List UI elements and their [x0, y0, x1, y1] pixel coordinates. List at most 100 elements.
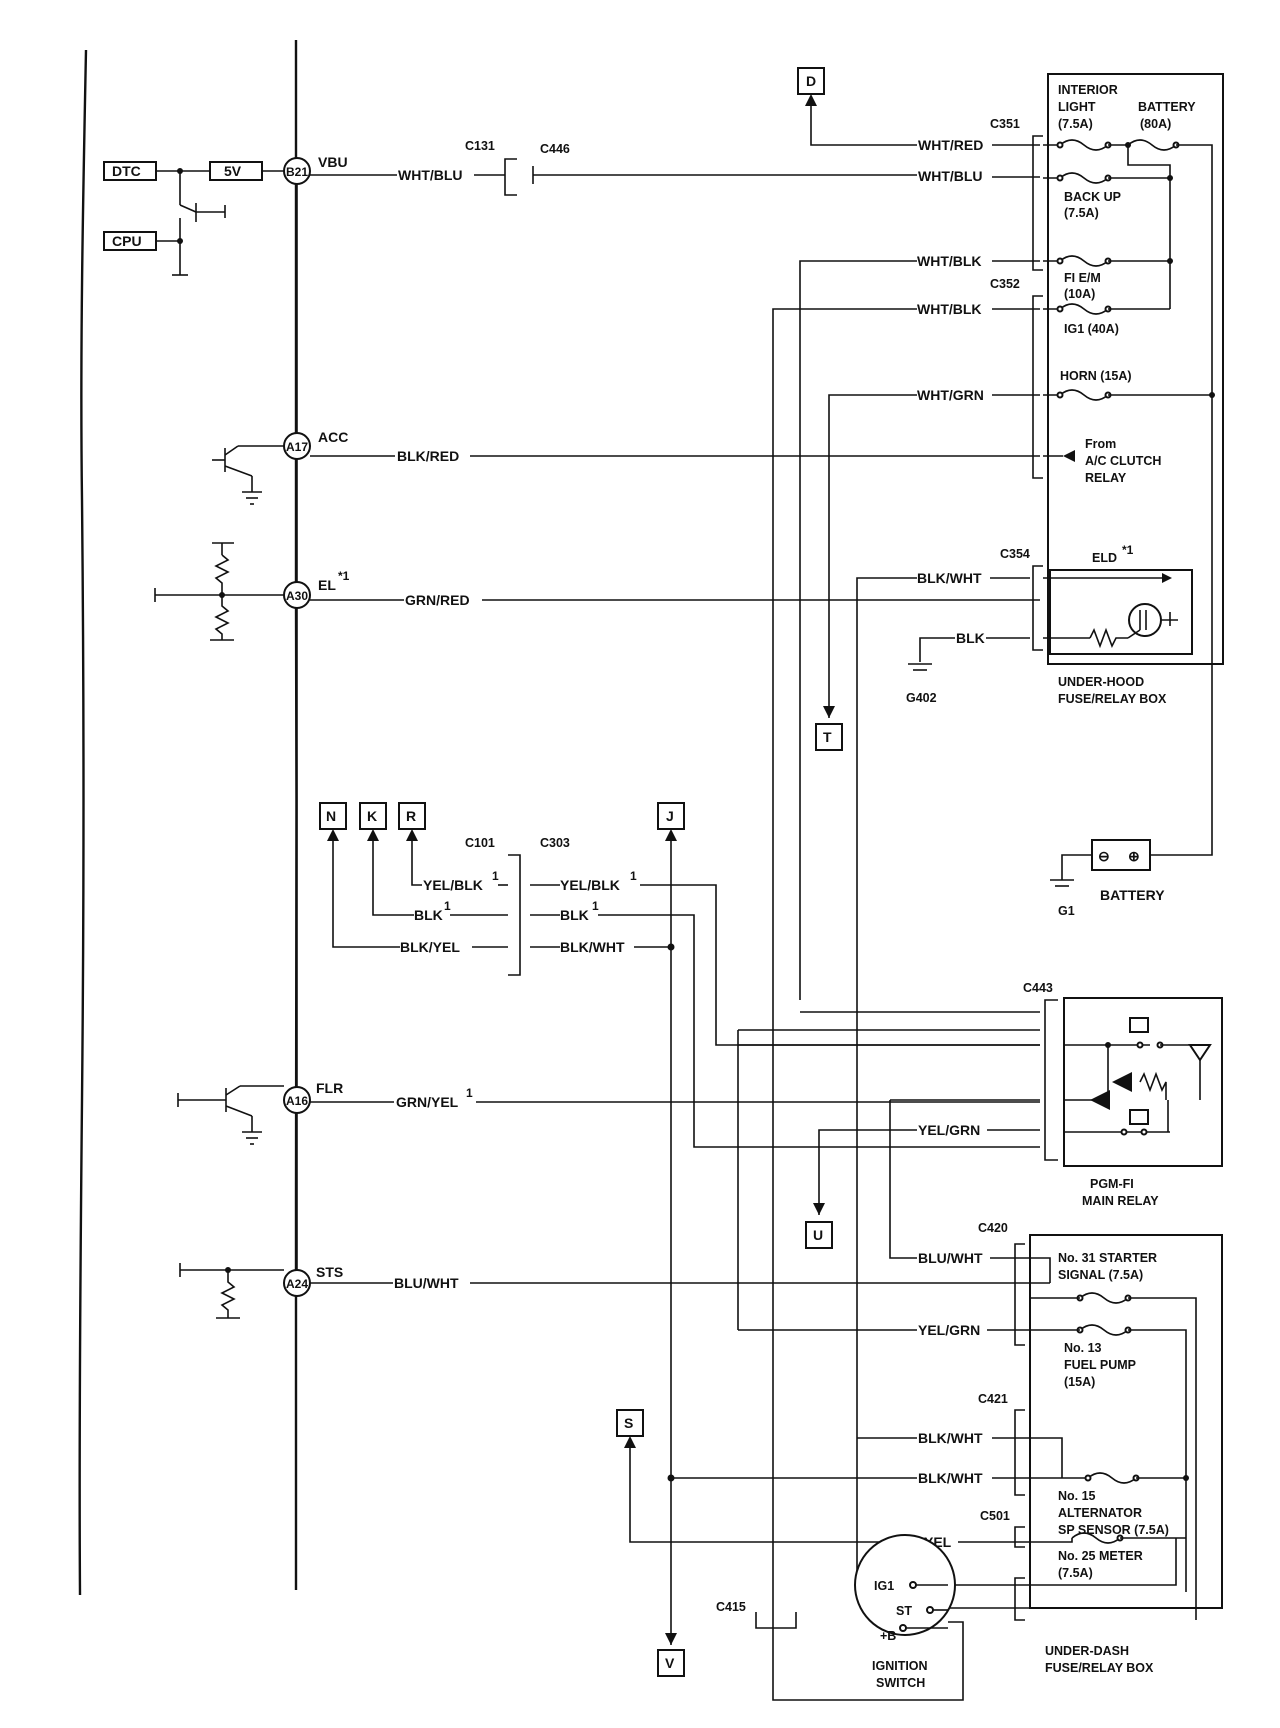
svg-text:C351: C351: [990, 117, 1020, 131]
svg-text:WHT/BLU: WHT/BLU: [398, 167, 463, 183]
svg-text:(15A): (15A): [1064, 1375, 1095, 1389]
ignition-switch: IG1 ST +B IGNITION SWITCH: [854, 1534, 956, 1690]
svg-text:C415: C415: [716, 1600, 746, 1614]
svg-text:D: D: [806, 73, 816, 89]
5v-label: 5V: [224, 163, 242, 179]
terminals-nkr: N K R: [319, 802, 426, 841]
svg-text:C352: C352: [990, 277, 1020, 291]
svg-text:ST: ST: [896, 1604, 912, 1618]
svg-text:GRN/YEL: GRN/YEL: [396, 1094, 459, 1110]
connector-c352: C352: [990, 277, 1043, 479]
svg-text:ELD: ELD: [1092, 551, 1117, 565]
svg-text:BLK/WHT: BLK/WHT: [918, 1470, 983, 1486]
svg-text:WHT/RED: WHT/RED: [918, 137, 983, 153]
svg-text:T: T: [823, 729, 832, 745]
terminal-u: U: [805, 1221, 833, 1249]
ecm-pins: B21 VBU A17 ACC A30 EL *1 A16 FLR A24 ST…: [283, 154, 350, 1297]
pin-a16: A16 FLR: [283, 1080, 343, 1114]
svg-text:C354: C354: [1000, 547, 1030, 561]
svg-text:A24: A24: [286, 1277, 308, 1291]
terminal-v: V: [657, 1649, 685, 1677]
svg-text:BLK/YEL: BLK/YEL: [400, 939, 460, 955]
svg-text:WHT/BLU: WHT/BLU: [918, 168, 983, 184]
g1-label: G1: [1058, 904, 1075, 918]
svg-text:A16: A16: [286, 1094, 308, 1108]
svg-text:WHT/BLK: WHT/BLK: [917, 301, 982, 317]
ecm-body: [78, 39, 298, 1596]
pin-a17: A17 ACC: [283, 429, 348, 460]
pin-a24: A24 STS: [283, 1264, 343, 1297]
svg-text:BLK/WHT: BLK/WHT: [918, 1430, 983, 1446]
svg-text:GRN/RED: GRN/RED: [405, 592, 470, 608]
svg-text:⊖: ⊖: [1098, 848, 1110, 864]
pin-a30-note: *1: [338, 569, 350, 583]
svg-text:J: J: [666, 808, 674, 824]
connector-c415: C415: [716, 1600, 964, 1701]
svg-text:C303: C303: [540, 836, 570, 850]
svg-text:BACK UP: BACK UP: [1064, 190, 1121, 204]
svg-text:C501: C501: [980, 1509, 1010, 1523]
svg-text:BLK/WHT: BLK/WHT: [560, 939, 625, 955]
svg-text:WHT/BLK: WHT/BLK: [917, 253, 982, 269]
svg-text:1: 1: [444, 899, 451, 913]
svg-text:FI E/M: FI E/M: [1064, 271, 1101, 285]
svg-text:BLU/WHT: BLU/WHT: [918, 1250, 983, 1266]
ecm-internal-circuit: DTC 5V CPU: [103, 161, 284, 1319]
svg-text:ALTERNATOR: ALTERNATOR: [1058, 1506, 1142, 1520]
svg-text:C421: C421: [978, 1392, 1008, 1406]
svg-text:FUEL PUMP: FUEL PUMP: [1064, 1358, 1136, 1372]
wire-el: GRN/RED: [310, 592, 1040, 608]
svg-text:PGM-FI: PGM-FI: [1090, 1177, 1134, 1191]
wire-yel-grn-relay: YEL/GRN: [813, 1122, 1040, 1215]
under-hood-fuse-box: INTERIOR LIGHT (7.5A) BATTERY (80A) BACK…: [1043, 73, 1224, 706]
under-dash-fuse-box: C420 BLU/WHT No. 31 STARTER SIGNAL (7.5A…: [629, 1100, 1223, 1675]
svg-text:C101: C101: [465, 836, 495, 850]
g402-label: G402: [906, 691, 937, 705]
svg-text:S: S: [624, 1415, 633, 1431]
connector-c101-c303: C101 C303 YEL/BLK 1 YEL/BLK 1 BLK 1 BLK …: [332, 836, 1040, 1148]
svg-text:YEL/BLK: YEL/BLK: [560, 877, 620, 893]
svg-text:BLU/WHT: BLU/WHT: [394, 1275, 459, 1291]
svg-text:LIGHT: LIGHT: [1058, 100, 1096, 114]
svg-text:SWITCH: SWITCH: [876, 1676, 925, 1690]
wire-vbu: WHT/BLU C131 C446 WHT/BLU: [310, 139, 1040, 196]
ac-clutch-relay-source: From A/C CLUTCH RELAY: [1043, 437, 1161, 485]
terminal-t: T: [815, 723, 843, 751]
pgm-fi-main-relay: C443 PGM-FI MAIN RELAY: [737, 981, 1223, 1330]
svg-text:IG1 (40A): IG1 (40A): [1064, 322, 1119, 336]
svg-text:UNDER-DASH: UNDER-DASH: [1045, 1644, 1129, 1658]
pin-a30-name: EL: [318, 577, 336, 593]
svg-text:V: V: [665, 1655, 675, 1671]
svg-text:YEL/GRN: YEL/GRN: [918, 1322, 980, 1338]
svg-text:C443: C443: [1023, 981, 1053, 995]
svg-text:(10A): (10A): [1064, 287, 1095, 301]
wire-wht-grn: WHT/GRN: [823, 387, 1040, 718]
svg-text:No. 31 STARTER: No. 31 STARTER: [1058, 1251, 1157, 1265]
svg-text:(7.5A): (7.5A): [1064, 206, 1099, 220]
svg-text:RELAY: RELAY: [1085, 471, 1127, 485]
svg-text:N: N: [326, 808, 336, 824]
svg-text:BLK/RED: BLK/RED: [397, 448, 459, 464]
svg-text:R: R: [406, 808, 416, 824]
svg-text:1: 1: [492, 869, 499, 883]
svg-text:YEL/GRN: YEL/GRN: [918, 1122, 980, 1138]
svg-text:HORN (15A): HORN (15A): [1060, 369, 1132, 383]
under-hood-title-2: FUSE/RELAY BOX: [1058, 692, 1167, 706]
pin-a30: A30 EL *1: [283, 569, 350, 609]
terminal-d: D WHT/RED: [797, 67, 1040, 153]
svg-text:A/C CLUTCH: A/C CLUTCH: [1085, 454, 1161, 468]
dtc-label: DTC: [112, 163, 141, 179]
svg-text:B21: B21: [286, 165, 308, 179]
wire-wht-blk-2: WHT/BLK: [772, 301, 1040, 1630]
battery-label: BATTERY: [1100, 887, 1165, 903]
svg-text:U: U: [813, 1227, 823, 1243]
pin-a17-name: ACC: [318, 429, 348, 445]
svg-text:WHT/GRN: WHT/GRN: [917, 387, 984, 403]
wire-wht-blk-1: WHT/BLK: [799, 253, 1040, 1000]
svg-text:No. 13: No. 13: [1064, 1341, 1102, 1355]
wire-sts: BLU/WHT: [310, 1275, 1010, 1291]
fuse-back-up: BACK UP (7.5A): [1043, 172, 1173, 309]
svg-text:From: From: [1085, 437, 1116, 451]
svg-text:1: 1: [630, 869, 637, 883]
